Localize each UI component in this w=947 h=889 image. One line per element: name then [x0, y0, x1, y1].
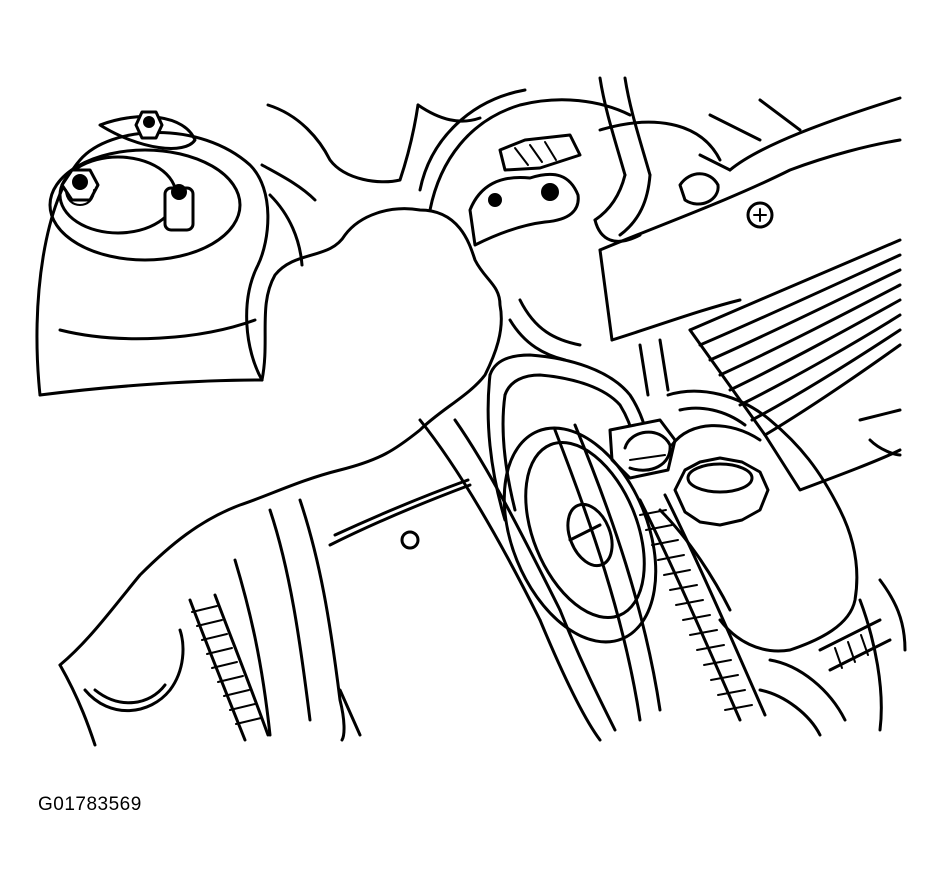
strut-tower: [35, 115, 270, 397]
headlamp-housing: [58, 628, 185, 747]
coolant-hose: [593, 76, 652, 243]
corrugated-hose: [638, 493, 767, 722]
strut-mount-nut: [60, 168, 100, 206]
sensor-bracket: [468, 172, 580, 247]
sensor-wire: [418, 88, 722, 212]
strut-mount-nut: [134, 110, 164, 140]
valve-cover: [598, 96, 902, 342]
firewall-outline: [266, 103, 482, 184]
drive-belt: [553, 423, 662, 722]
figure-id-label: G01783569: [38, 794, 142, 815]
electrical-connector: [498, 133, 582, 172]
radiator-support: [233, 418, 617, 742]
corrugated-hose: [188, 593, 270, 742]
intake-manifold-ribs: [688, 238, 902, 492]
strut-mount-nut: [163, 184, 195, 232]
reservoir-cap: [670, 424, 770, 527]
fender-apron: [58, 163, 503, 667]
reservoir-body: [658, 389, 859, 653]
lower-hoses: [758, 578, 907, 737]
power-steering-line: [486, 298, 670, 522]
